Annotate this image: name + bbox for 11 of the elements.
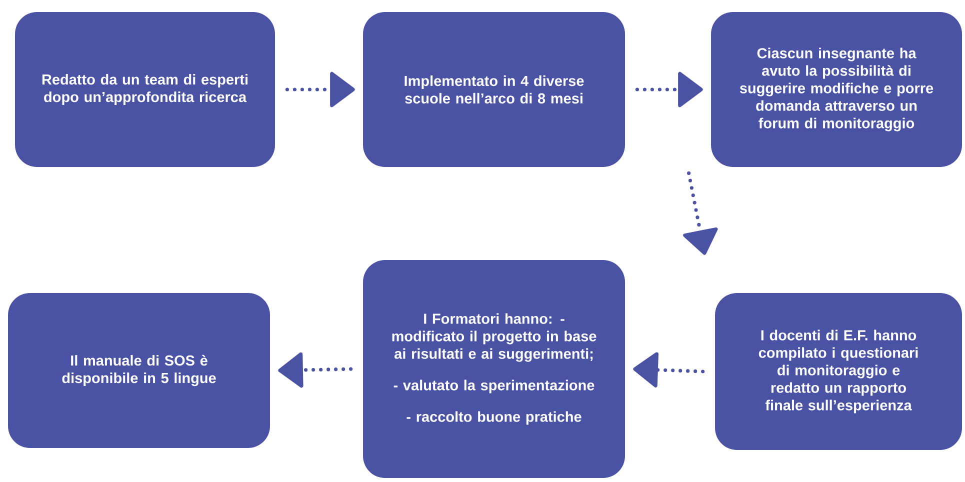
process-box: Implementato in 4 diverse scuole nell’arco di 8 mesi	[363, 12, 625, 167]
dotted-arrow	[683, 171, 718, 255]
process-box: Redatto da un team di esperti dopo un’approfondita ricerca	[15, 12, 275, 167]
dotted-arrow	[635, 72, 703, 108]
process-box: Il manuale di SOS è disponibile in 5 lingue	[8, 293, 270, 448]
process-box: I docenti di E.F. hanno compilato i questionari di monitoraggio e redatto un rapporto finale sull’esperienza	[715, 293, 962, 450]
process-box: Ciascun insegnante ha avuto la possibilità di suggerire modifiche e porre domanda attraverso un forum di monitoraggio	[711, 12, 962, 167]
dotted-arrow	[285, 72, 355, 108]
process-box: I Formatori hanno: - modificato il progetto in base ai risultati e ai suggerimenti; - valutato la sperimentazione - raccolto buone pratiche	[363, 260, 625, 478]
dotted-arrow	[633, 352, 705, 388]
dotted-arrow	[278, 352, 353, 388]
